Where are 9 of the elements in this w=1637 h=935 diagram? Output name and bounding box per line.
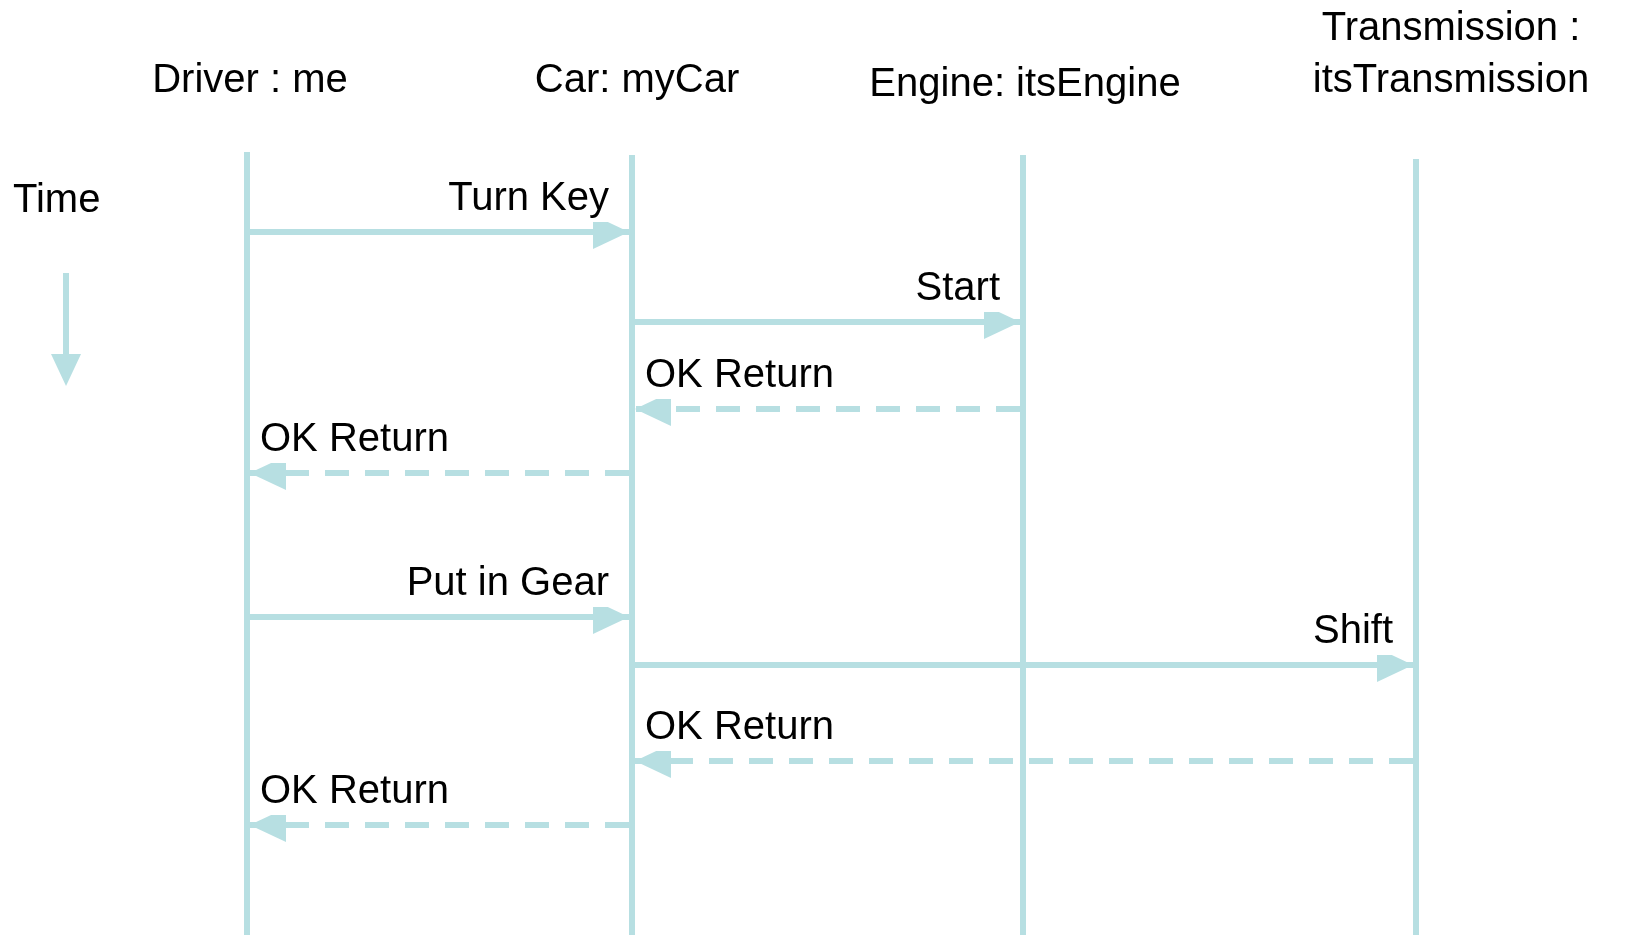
axis-label: Time [13, 175, 101, 222]
lifeline [1020, 155, 1026, 935]
participant-label: Transmission : itsTransmission [1286, 0, 1616, 104]
lifeline [1413, 159, 1419, 935]
participant-label: Engine: itsEngine [835, 56, 1215, 108]
lifeline [629, 155, 635, 935]
participant-label: Car: myCar [487, 52, 787, 104]
participant-label: Driver : me [100, 52, 400, 104]
lifeline [244, 152, 250, 935]
